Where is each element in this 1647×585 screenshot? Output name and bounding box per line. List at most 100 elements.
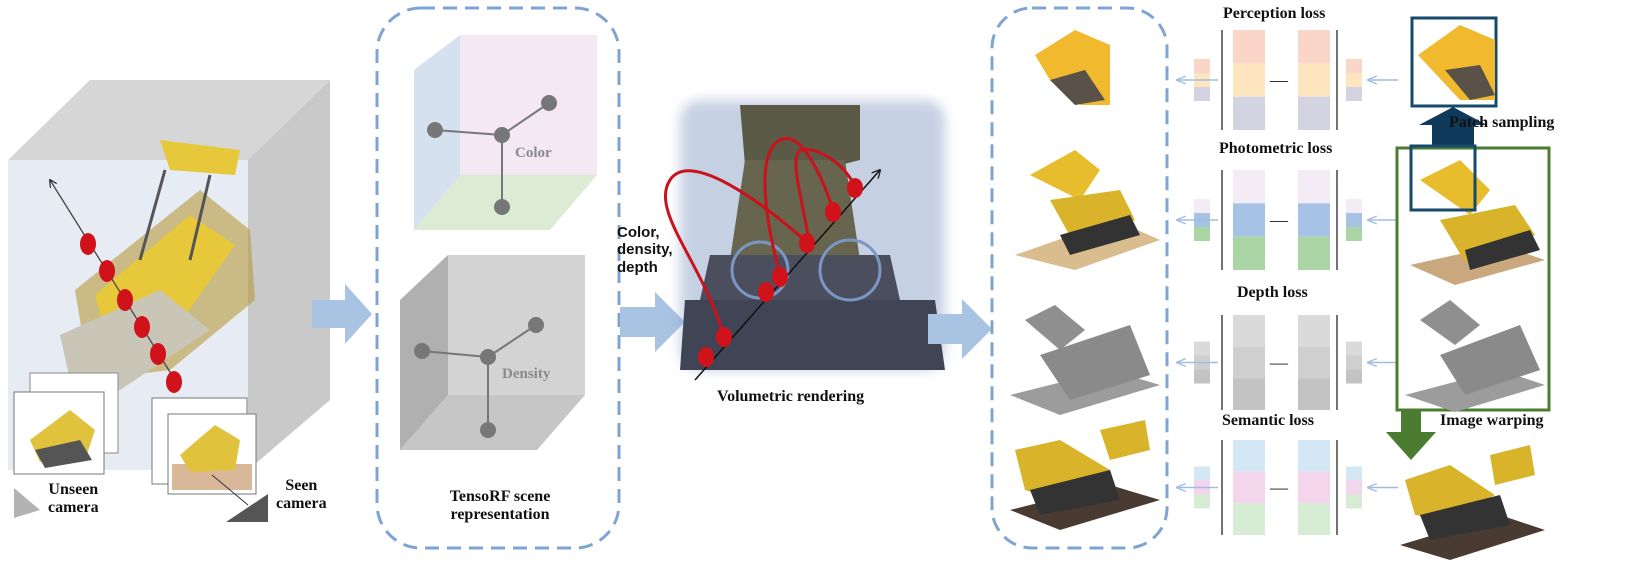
feature-column-segment — [1298, 378, 1330, 410]
minus-sign: — — [1269, 210, 1289, 230]
color-density-depth-label: Color, density, depth — [617, 224, 673, 276]
ray-sample-point — [117, 289, 133, 311]
source-depth — [1405, 300, 1545, 412]
feature-bar-segment — [1346, 369, 1362, 384]
image-warping-label: Image warping — [1440, 412, 1544, 429]
feature-column-segment — [1233, 440, 1265, 472]
feature-column-segment — [1233, 346, 1265, 379]
feature-column-segment — [1233, 471, 1265, 504]
flow-arrow-1 — [312, 284, 372, 344]
patch-sampling-label: Patch sampling — [1449, 114, 1555, 131]
feature-bar-segment — [1194, 341, 1210, 356]
loss-block-perception: — — [1177, 30, 1398, 130]
feature-column-segment — [1233, 203, 1265, 237]
feature-bar-segment — [1346, 199, 1362, 213]
feature-bar-segment — [1346, 59, 1362, 73]
feature-column-segment — [1298, 30, 1330, 64]
warped-view — [1400, 445, 1545, 560]
ray-sample-point — [772, 267, 788, 287]
feature-bar-segment — [1194, 369, 1210, 384]
ray-sample-point — [134, 316, 150, 338]
ray-sample-point — [80, 233, 96, 255]
image-warping-arrow — [1386, 410, 1436, 460]
feature-column-segment — [1298, 203, 1330, 237]
color-plane-label: Color — [515, 145, 552, 161]
feature-bar-segment — [1346, 355, 1362, 370]
patch-view — [1410, 16, 1498, 108]
depth-loss-label: Depth loss — [1237, 284, 1308, 301]
minus-sign: — — [1269, 478, 1289, 498]
loss-blocks: — — — — — [1177, 30, 1398, 535]
feature-column-segment — [1233, 63, 1265, 97]
seen-camera-icon — [226, 494, 268, 522]
tensorf-label: TensoRF scene representation — [449, 488, 551, 524]
rendered-semantic — [1010, 420, 1160, 530]
semantic-loss-label: Semantic loss — [1222, 412, 1314, 429]
feature-column-segment — [1233, 378, 1265, 410]
feature-bar-segment — [1194, 87, 1210, 101]
volumetric-rendering-label: Volumetric rendering — [717, 388, 865, 405]
color-plane-group — [414, 35, 597, 230]
feature-column-segment — [1298, 96, 1330, 130]
minus-sign: — — [1269, 353, 1289, 373]
loss-block-photometric: — — [1177, 170, 1398, 270]
feature-bar-segment — [1194, 199, 1210, 213]
ray-sample-point — [716, 327, 732, 347]
volumetric-render — [663, 100, 945, 381]
feature-bar-segment — [1346, 73, 1362, 87]
feature-bar-segment — [1194, 494, 1210, 509]
feature-column-segment — [1233, 30, 1265, 64]
rendered-patch — [1035, 30, 1110, 105]
feature-bar-segment — [1346, 494, 1362, 509]
ray-sample-point — [99, 260, 115, 282]
unseen-camera-icon — [14, 488, 40, 518]
feature-bar-segment — [1194, 59, 1210, 73]
loss-block-semantic: — — [1177, 440, 1398, 535]
feature-column-segment — [1298, 170, 1330, 204]
perception-loss-label: Perception loss — [1223, 5, 1326, 22]
density-plane-group — [400, 255, 585, 450]
feature-column-segment — [1298, 440, 1330, 472]
unseen-camera-view — [13, 372, 119, 518]
feature-bar-segment — [1194, 227, 1210, 241]
feature-column-segment — [1233, 315, 1265, 347]
ray-sample-point — [847, 178, 863, 198]
feature-bar-segment — [1346, 213, 1362, 227]
unseen-camera-label: Unseen camera — [48, 481, 99, 517]
feature-column-segment — [1298, 471, 1330, 504]
tensorf-box — [375, 6, 621, 550]
ray-sample-point — [825, 202, 841, 222]
bulldozer-render-icon — [60, 140, 255, 390]
feature-column-segment — [1298, 503, 1330, 535]
ray-sample-point — [698, 347, 714, 367]
seen-camera-view — [151, 397, 268, 522]
ray-sample-point — [758, 282, 774, 302]
minus-sign: — — [1269, 70, 1289, 90]
ray-samples — [80, 233, 182, 393]
feature-bar-segment — [1194, 466, 1210, 481]
feature-column-segment — [1233, 96, 1265, 130]
warp-frame — [1395, 146, 1551, 412]
flow-arrow-3 — [928, 299, 992, 359]
rendered-depth — [1010, 305, 1160, 415]
ray-sample-point — [799, 233, 815, 253]
rendered-rgb — [1015, 150, 1160, 270]
ray-sample-point — [150, 343, 166, 365]
feature-column-segment — [1298, 236, 1330, 270]
rendered-outputs-box — [990, 6, 1169, 550]
feature-column-segment — [1298, 315, 1330, 347]
patch-sampling-arrow — [1419, 107, 1487, 146]
source-rgb — [1409, 144, 1545, 285]
seen-camera-label: Seen camera — [276, 477, 327, 513]
flow-arrow-2 — [620, 292, 685, 352]
feature-bar-segment — [1346, 87, 1362, 101]
feature-bar-segment — [1346, 480, 1362, 495]
feature-bar-segment — [1346, 341, 1362, 356]
feature-bar-segment — [1346, 227, 1362, 241]
feature-column-segment — [1233, 236, 1265, 270]
photometric-loss-label: Photometric loss — [1219, 140, 1333, 157]
ray-sample-point — [166, 371, 182, 393]
feature-bar-segment — [1346, 466, 1362, 481]
feature-column-segment — [1233, 170, 1265, 204]
